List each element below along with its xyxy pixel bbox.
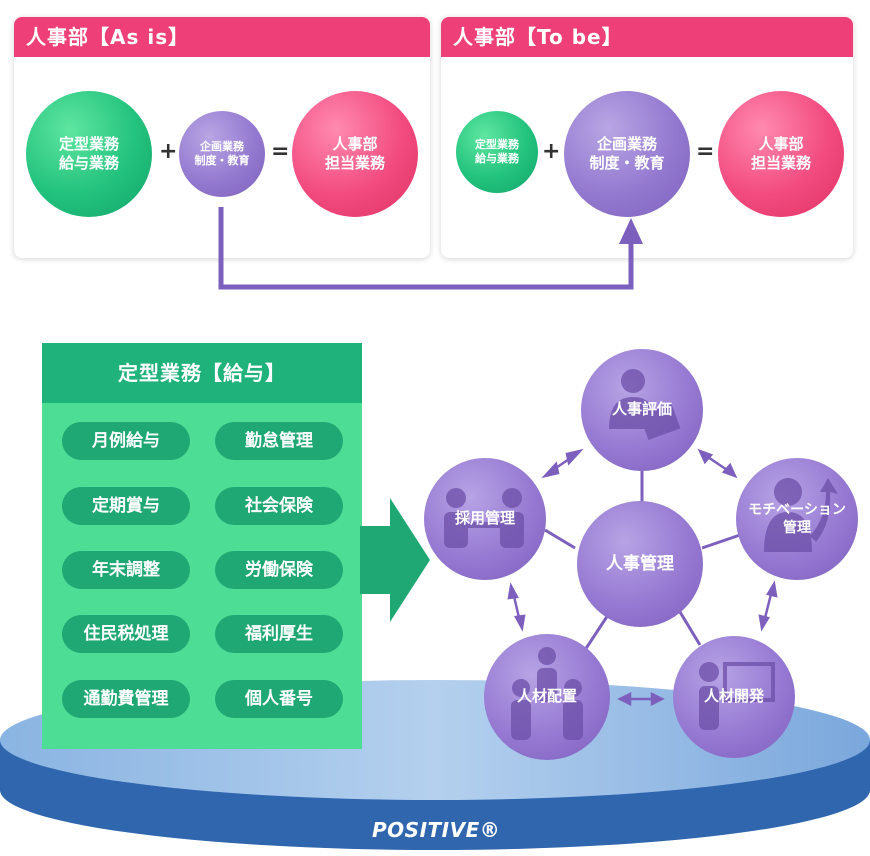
motivation-node: モチベーション 管理: [736, 458, 858, 580]
brand-logo: POSITIVE®: [372, 818, 501, 842]
hr-evaluation-node: 人事評価: [581, 349, 703, 471]
transfer-connector: [218, 207, 643, 290]
to-be-hr-circle: 人事部 担当業務: [718, 91, 844, 217]
as-is-hr-label: 人事部 担当業務: [324, 134, 385, 173]
task-pill: 通勤費管理: [62, 680, 190, 718]
as-is-planning-label: 企画業務 制度・教育: [194, 139, 250, 167]
as-is-equals: =: [271, 139, 290, 164]
hr-evaluation-label: 人事評価: [611, 400, 672, 419]
as-is-routine-label: 定型業務 給与業務: [58, 134, 119, 173]
task-pill: 勤怠管理: [215, 422, 343, 460]
to-be-planning-circle: 企画業務 制度・教育: [564, 91, 690, 217]
to-be-title: 人事部【To be】: [441, 17, 853, 57]
to-be-equals: =: [696, 139, 715, 164]
motivation-label: モチベーション 管理: [748, 501, 846, 536]
task-pill: 社会保険: [215, 487, 343, 525]
hr-placement-node: 人材配置: [484, 634, 610, 760]
as-is-planning-circle: 企画業務 制度・教育: [179, 111, 265, 197]
hr-development-label: 人材開発: [703, 687, 764, 706]
to-be-plus: +: [542, 139, 561, 164]
recruitment-node: 採用管理: [424, 458, 546, 580]
hr-placement-label: 人材配置: [516, 687, 577, 706]
big-arrow-icon: [360, 498, 430, 622]
task-pill: 年末調整: [62, 551, 190, 589]
as-is-title: 人事部【As is】: [14, 17, 430, 57]
as-is-routine-circle: 定型業務 給与業務: [26, 91, 152, 217]
as-is-plus: +: [159, 139, 178, 164]
presenter-board-icon: [699, 662, 775, 730]
task-pill: 個人番号: [215, 680, 343, 718]
team-people-icon: [511, 647, 583, 740]
task-pill: 定期賞与: [62, 487, 190, 525]
as-is-hr-circle: 人事部 担当業務: [292, 91, 418, 217]
person-desk-icon: [609, 369, 681, 441]
task-pill: 福利厚生: [215, 615, 343, 653]
recruitment-label: 採用管理: [454, 509, 515, 528]
to-be-hr-label: 人事部 担当業務: [750, 134, 811, 173]
arrow-up-icon: [619, 218, 643, 244]
task-pill: 住民税処理: [62, 615, 190, 653]
to-be-routine-label: 定型業務 給与業務: [475, 137, 519, 165]
hr-management-label: 人事管理: [606, 553, 674, 574]
to-be-routine-circle: 定型業務 給与業務: [456, 111, 538, 193]
hr-development-node: 人材開発: [673, 636, 795, 758]
hr-management-center-node: 人事管理: [577, 501, 703, 627]
task-pill: 月例給与: [62, 422, 190, 460]
routine-tasks-title: 定型業務【給与】: [42, 343, 362, 403]
handshake-icon: [444, 488, 524, 548]
person-rising-icon: [764, 478, 838, 552]
task-pill: 労働保険: [215, 551, 343, 589]
to-be-planning-label: 企画業務 制度・教育: [589, 134, 665, 173]
